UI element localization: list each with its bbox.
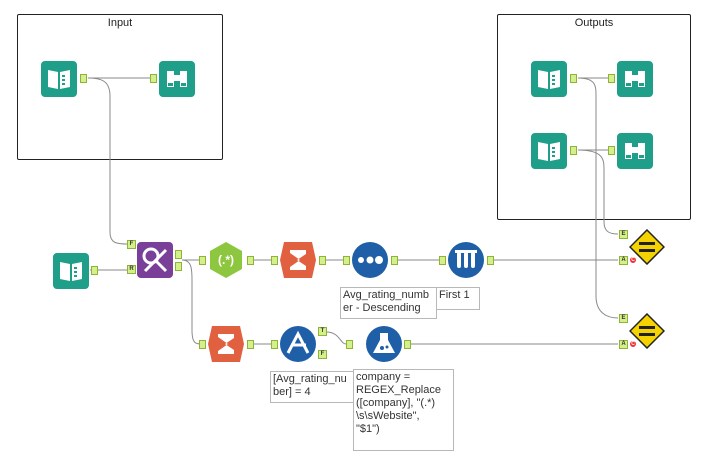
output-input-data-tool-1[interactable] <box>531 61 567 97</box>
sort-icon <box>352 242 388 278</box>
summarize-output-anchor[interactable] <box>319 256 326 265</box>
output-browse-1-input-anchor[interactable] <box>608 74 615 83</box>
formula-input-anchor[interactable] <box>346 340 353 349</box>
test-2-actual-anchor[interactable]: A <box>619 340 628 349</box>
input-data-icon <box>531 133 567 169</box>
sample-output-anchor[interactable] <box>487 256 494 265</box>
browse-icon <box>617 61 653 97</box>
output-input-data-tool-2[interactable] <box>531 133 567 169</box>
sort-output-anchor[interactable] <box>391 256 398 265</box>
sort-tool[interactable] <box>352 242 388 278</box>
output-browse-2-input-anchor[interactable] <box>608 146 615 155</box>
output-input-data-2-anchor[interactable] <box>570 146 577 155</box>
join-right-anchor[interactable]: R <box>127 265 136 274</box>
browse-icon <box>159 61 195 97</box>
filter-true-anchor[interactable]: T <box>318 327 327 336</box>
sample-icon <box>448 242 484 278</box>
regex-icon: (.*) <box>210 242 242 278</box>
input-data-icon <box>531 61 567 97</box>
filter-false-anchor[interactable]: F <box>318 350 327 359</box>
filter-annotation: [Avg_rating_nu ber] = 4 <box>270 371 354 403</box>
outputs-container[interactable]: Outputs <box>497 14 691 220</box>
sample-input-anchor[interactable] <box>439 256 446 265</box>
outputs-container-title: Outputs <box>574 17 614 29</box>
sample-annotation: First 1 <box>436 287 480 310</box>
test-1-error-badge: C <box>629 256 637 264</box>
input-data-tool-2[interactable] <box>53 253 89 289</box>
regex-input-anchor[interactable] <box>199 256 206 265</box>
summarize-tool[interactable] <box>280 242 316 278</box>
output-browse-tool-2[interactable] <box>617 133 653 169</box>
formula-icon <box>366 326 402 362</box>
filter-icon <box>280 326 316 362</box>
browse-icon <box>617 133 653 169</box>
output-browse-tool-1[interactable] <box>617 61 653 97</box>
join-icon <box>137 242 173 278</box>
test-1-expected-anchor[interactable]: E <box>619 230 628 239</box>
regex-output-anchor[interactable] <box>247 256 254 265</box>
input-data-icon <box>53 253 89 289</box>
filter-input-anchor[interactable] <box>271 340 278 349</box>
test-2-expected-anchor[interactable]: E <box>619 314 628 323</box>
formula-output-anchor[interactable] <box>404 340 411 349</box>
join-left-anchor[interactable]: F <box>127 240 136 249</box>
sort-annotation: Avg_rating_numb er - Descending <box>340 287 437 319</box>
join-output-anchor[interactable] <box>175 250 182 259</box>
input-data-tool[interactable] <box>41 61 77 97</box>
filter-tool[interactable] <box>280 326 316 362</box>
summarize-icon <box>280 242 316 278</box>
test-tool-2[interactable] <box>629 313 665 349</box>
input-data-icon <box>41 61 77 97</box>
summarize-icon <box>208 326 244 362</box>
join-output-anchor-2[interactable] <box>175 262 182 271</box>
test-icon <box>629 313 665 349</box>
sort-input-anchor[interactable] <box>343 256 350 265</box>
formula-tool[interactable] <box>366 326 402 362</box>
test-2-error-badge: C <box>629 340 637 348</box>
summarize-2-output-anchor[interactable] <box>247 340 254 349</box>
summarize-input-anchor[interactable] <box>271 256 278 265</box>
formula-annotation: company = REGEX_Replace ([company], "(.*… <box>353 369 454 451</box>
summarize-2-input-anchor[interactable] <box>199 340 206 349</box>
sample-tool[interactable] <box>448 242 484 278</box>
browse-input-anchor[interactable] <box>150 74 157 83</box>
test-tool-1[interactable] <box>629 229 665 265</box>
svg-text:(.*): (.*) <box>218 253 234 267</box>
output-input-data-1-anchor[interactable] <box>570 74 577 83</box>
summarize-tool-2[interactable] <box>208 326 244 362</box>
test-icon <box>629 229 665 265</box>
input-data-output-anchor[interactable] <box>80 74 87 83</box>
input-container-title: Input <box>107 17 133 29</box>
browse-tool[interactable] <box>159 61 195 97</box>
input-data-2-output-anchor[interactable] <box>91 266 98 275</box>
regex-tool[interactable]: (.*) <box>208 242 244 278</box>
join-tool[interactable] <box>137 242 173 278</box>
test-1-actual-anchor[interactable]: A <box>619 256 628 265</box>
